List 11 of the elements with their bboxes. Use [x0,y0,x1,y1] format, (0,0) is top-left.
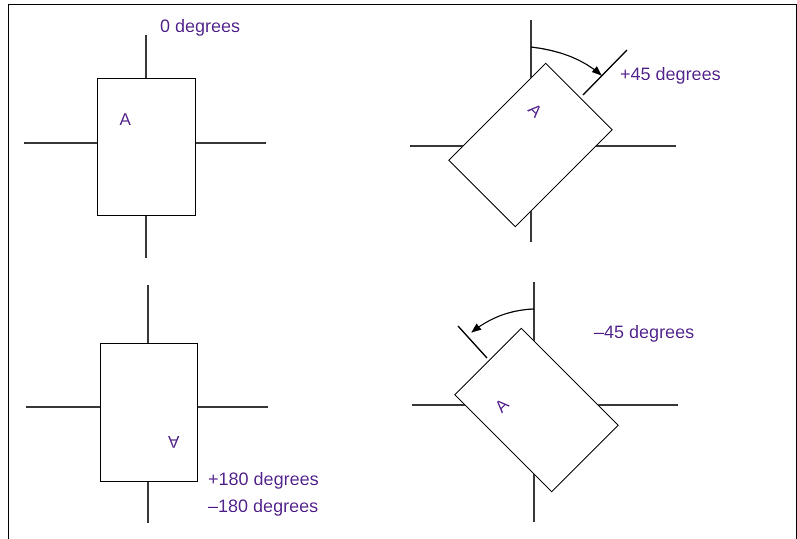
rectangle [100,343,198,482]
letter: A [491,396,512,416]
angle-label: –45 degrees [594,321,694,343]
letter: A [120,111,131,128]
angle-label: +180 degrees [208,468,319,490]
rectangle [97,78,196,216]
letter: A [168,432,180,450]
angle-label: –180 degrees [208,495,318,517]
angle-label: +45 degrees [620,63,721,85]
angle-label: 0 degrees [160,15,240,37]
letter: A [524,100,544,120]
